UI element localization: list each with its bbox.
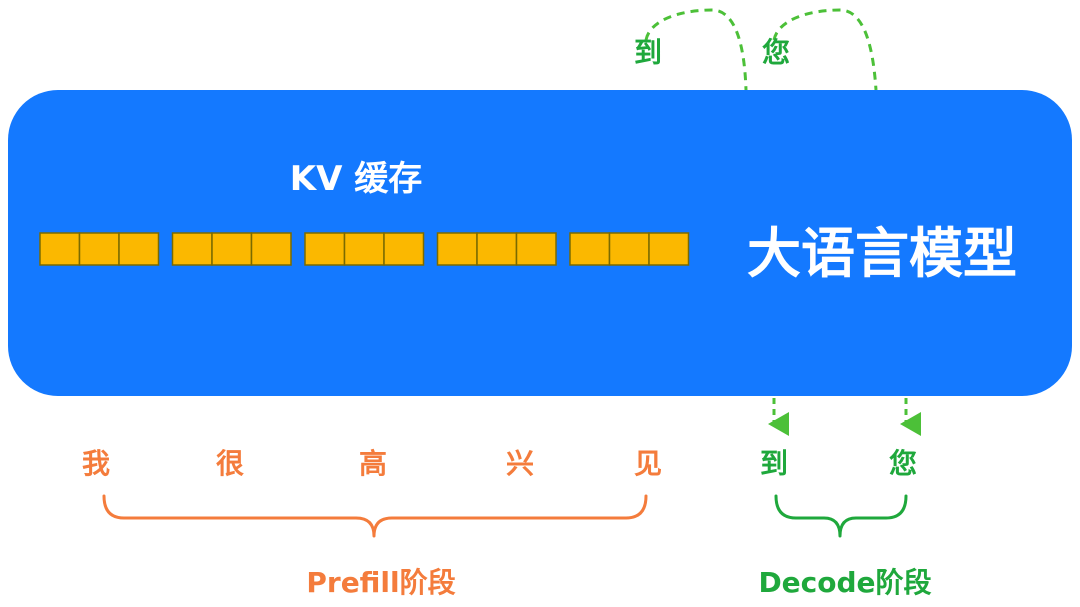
decode-output-token-1: 到: [634, 36, 662, 69]
kv-cache-cell: [250, 232, 292, 266]
prefill-token-4: 兴: [506, 447, 534, 480]
decode-token-2: 您: [889, 447, 917, 480]
prefill-stage-label: Prefill阶段: [306, 566, 455, 599]
decode-stage-label: Decode阶段: [758, 566, 931, 599]
feedback-loop-arrow-1: [644, 8, 748, 91]
decode-output-token-2: 您: [762, 36, 790, 69]
kv-cache-cell: [569, 232, 611, 266]
prefill-token-5: 见: [634, 447, 662, 480]
kv-cache-cell: [383, 232, 425, 266]
feedback-loop-arrow-2: [772, 8, 878, 91]
prefill-token-1: 我: [82, 447, 110, 480]
kv-cache-cell: [515, 232, 557, 266]
kv-cache-cell: [608, 232, 650, 266]
prefill-token-3: 高: [359, 447, 387, 480]
kv-cache-cell: [648, 232, 690, 266]
prefill-brace: [102, 494, 648, 538]
kv-cache-cell: [171, 232, 213, 266]
kv-cache-cell: [78, 232, 120, 266]
model-title: 大语言模型: [747, 222, 1017, 285]
decode-token-1: 到: [760, 447, 788, 480]
prefill-token-2: 很: [216, 447, 244, 480]
kv-cache-cell: [304, 232, 346, 266]
kv-cache-label: KV 缓存: [290, 159, 423, 199]
decode-brace: [774, 494, 908, 538]
kv-cache-cell: [436, 232, 478, 266]
kv-cache-cell: [476, 232, 518, 266]
kv-cache-cell: [39, 232, 81, 266]
kv-cache-cell: [211, 232, 253, 266]
kv-cache-cell: [343, 232, 385, 266]
kv-cache-cells: [39, 232, 690, 266]
kv-cache-cell: [118, 232, 160, 266]
